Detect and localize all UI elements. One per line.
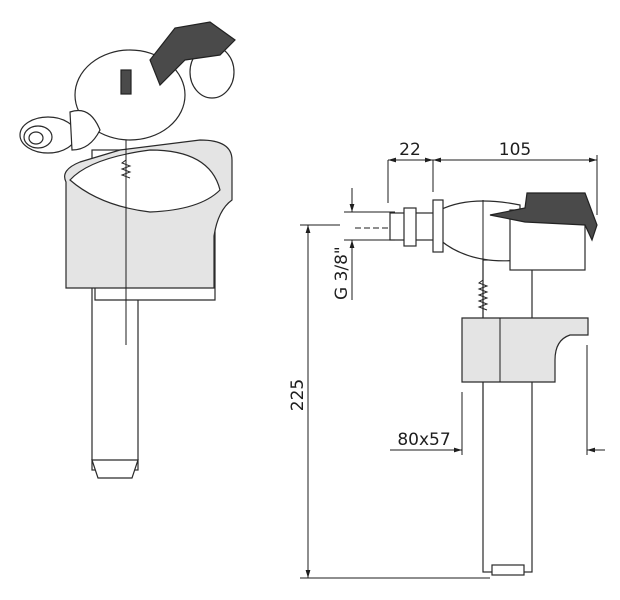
- dimension-height: 225: [288, 379, 308, 411]
- valve-perspective-view: [19, 21, 236, 479]
- valve-side-view: [355, 192, 598, 576]
- dimension-lines: [300, 155, 605, 579]
- float-box: [461, 317, 589, 383]
- dimension-inlet-offset: 22: [399, 140, 421, 160]
- dimension-thread: G 3/8": [332, 246, 352, 300]
- tube-foot: [91, 459, 139, 479]
- lever: [489, 192, 598, 242]
- rod-nut: [120, 69, 132, 95]
- dimension-head-length: 105: [499, 140, 531, 160]
- riser-tube: [482, 259, 533, 573]
- valve-body: [439, 200, 521, 262]
- dimension-float-size: 80x57: [397, 430, 450, 450]
- lever: [149, 21, 236, 87]
